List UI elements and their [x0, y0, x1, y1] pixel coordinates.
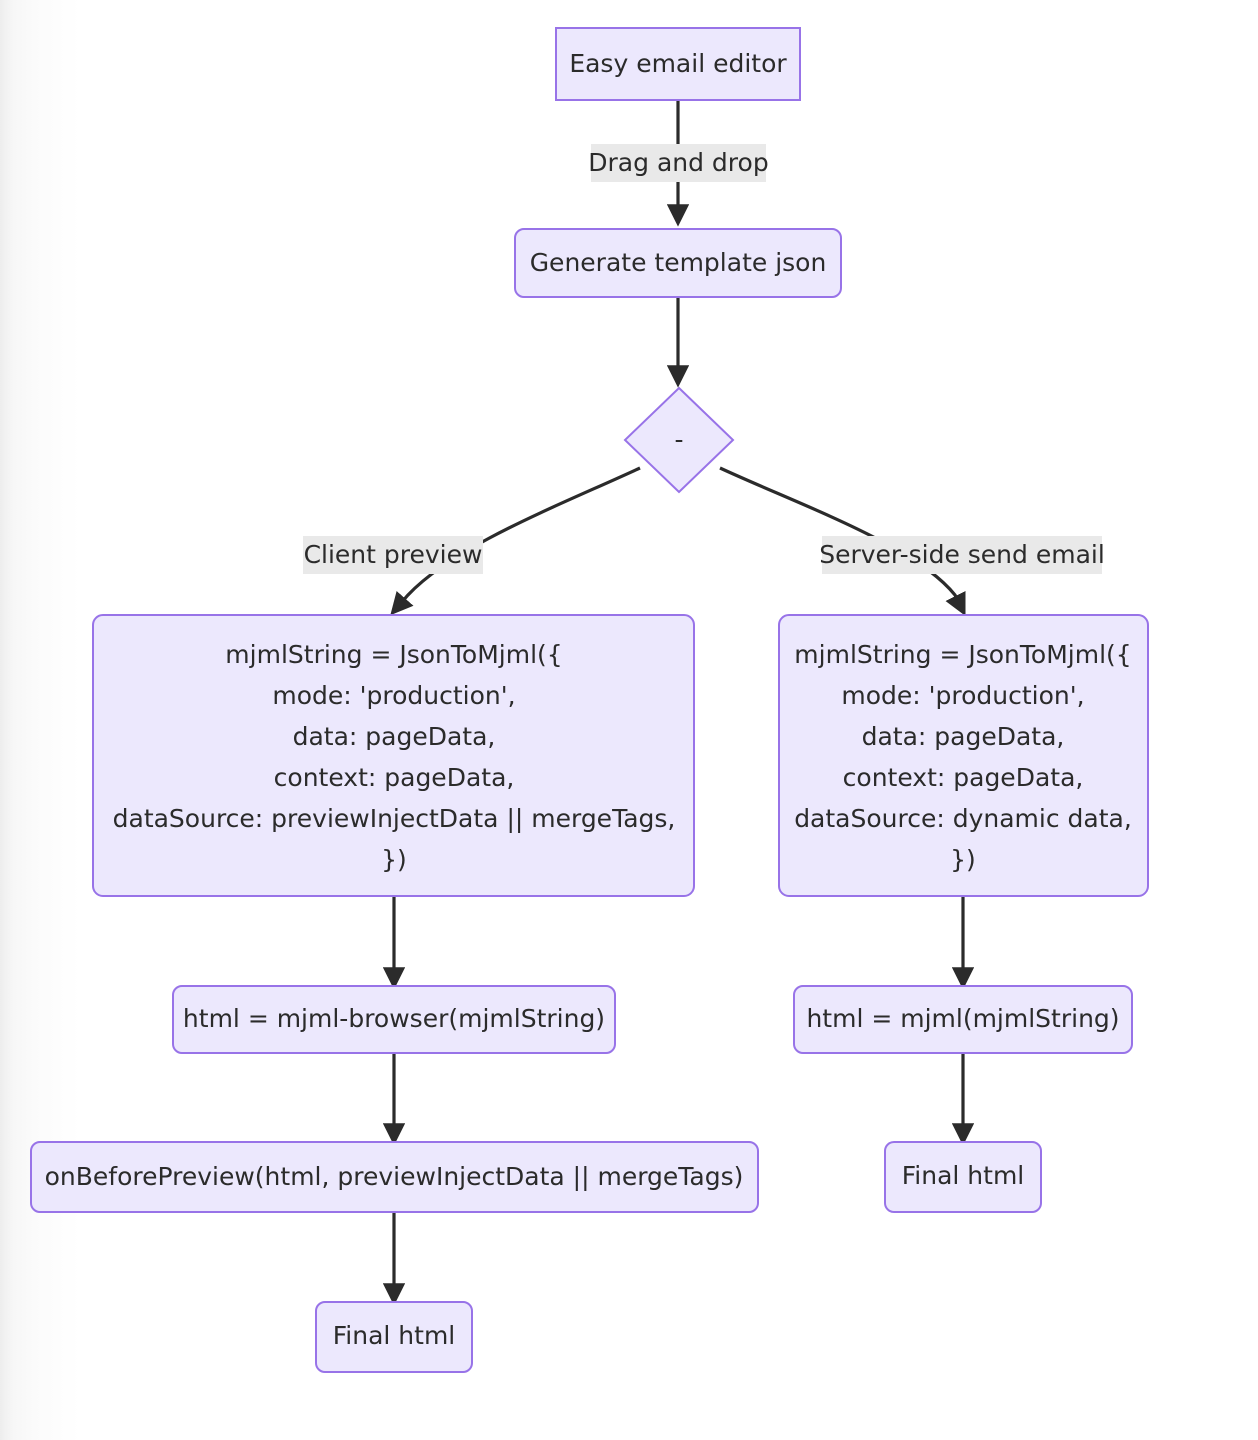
node-client-code-line-1: mjmlString = JsonToMjml({	[225, 640, 562, 669]
edge-decision-to-server-code	[719, 466, 966, 617]
node-server-code-line-1: mjmlString = JsonToMjml({	[794, 640, 1131, 669]
node-generate-template-json[interactable]: Generate template json	[514, 228, 842, 298]
edge-label-client-preview-text: Client preview	[304, 540, 483, 569]
node-client-code-line-5: dataSource: previewInjectData || mergeTa…	[113, 804, 676, 833]
edge-label-drag-and-drop: Drag and drop	[588, 144, 769, 182]
node-on-before-preview-label: onBeforePreview(html, previewInjectData …	[45, 1162, 744, 1191]
node-server-final-html-label: Final html	[902, 1161, 1025, 1190]
node-client-code-line-4: context: pageData,	[274, 763, 515, 792]
node-client-final-html-label: Final html	[333, 1321, 456, 1350]
edge-label-server-side-send-email: Server-side send email	[819, 536, 1105, 574]
node-on-before-preview[interactable]: onBeforePreview(html, previewInjectData …	[30, 1141, 759, 1213]
node-server-final-html[interactable]: Final html	[884, 1141, 1042, 1213]
node-server-code-line-6: })	[950, 845, 976, 874]
edge-label-drag-and-drop-text: Drag and drop	[588, 148, 768, 177]
node-generate-template-json-label: Generate template json	[530, 248, 827, 277]
edge-label-server-side-send-email-text: Server-side send email	[819, 540, 1105, 569]
node-server-code[interactable]: mjmlString = JsonToMjml({ mode: 'product…	[778, 614, 1149, 897]
node-server-code-line-5: dataSource: dynamic data,	[794, 804, 1132, 833]
node-easy-email-editor-label: Easy email editor	[569, 49, 787, 78]
node-server-html[interactable]: html = mjml(mjmlString)	[793, 985, 1133, 1054]
node-decision-label: -	[674, 425, 683, 454]
edges-layer	[382, 100, 975, 1306]
nodes-layer: Easy email editor Generate template json…	[30, 27, 1149, 1373]
node-client-html[interactable]: html = mjml-browser(mjmlString)	[172, 985, 616, 1054]
node-client-code[interactable]: mjmlString = JsonToMjml({ mode: 'product…	[92, 614, 695, 897]
node-client-html-label: html = mjml-browser(mjmlString)	[183, 1004, 605, 1033]
node-client-code-line-2: mode: 'production',	[272, 681, 515, 710]
node-server-code-line-4: context: pageData,	[843, 763, 1084, 792]
edge-label-client-preview: Client preview	[303, 536, 483, 574]
node-server-code-line-2: mode: 'production',	[841, 681, 1084, 710]
edge-decision-to-client-code	[390, 466, 641, 616]
node-server-html-label: html = mjml(mjmlString)	[806, 1004, 1119, 1033]
node-easy-email-editor[interactable]: Easy email editor	[555, 27, 801, 101]
node-server-code-line-3: data: pageData,	[862, 722, 1065, 751]
node-decision[interactable]: -	[623, 386, 735, 494]
node-client-code-line-6: })	[381, 845, 407, 874]
edge-labels-layer: Drag and drop Client preview Server-side…	[303, 144, 1105, 574]
node-client-code-line-3: data: pageData,	[293, 722, 496, 751]
node-client-final-html[interactable]: Final html	[315, 1301, 473, 1373]
